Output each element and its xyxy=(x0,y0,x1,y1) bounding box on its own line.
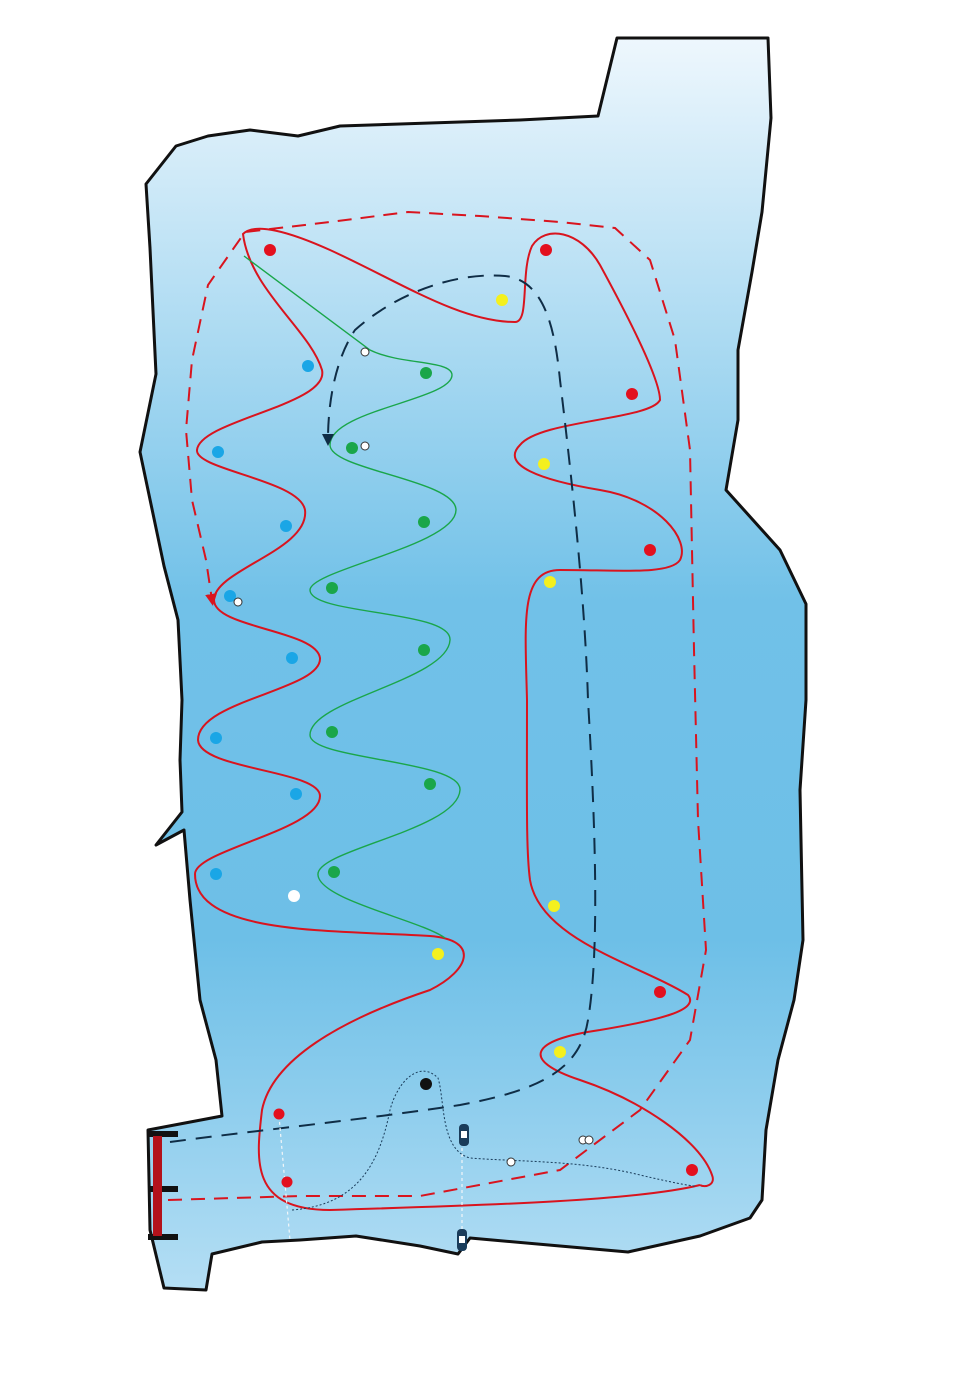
buoy-white-small xyxy=(506,1157,516,1167)
start-marker-black xyxy=(420,1078,432,1090)
buoy-green xyxy=(328,866,340,878)
buoy-blue xyxy=(210,868,222,880)
buoy-red xyxy=(626,388,638,400)
buoy-yellow xyxy=(496,294,508,306)
buoy-yellow xyxy=(544,576,556,588)
red-slalom-course-left xyxy=(193,227,714,1212)
buoy-blue xyxy=(290,788,302,800)
buoy-white-small xyxy=(233,597,243,607)
green-slalom-course xyxy=(243,255,461,939)
buoy-white-small xyxy=(360,347,370,357)
white-buoys xyxy=(233,347,594,1167)
buoy-red xyxy=(264,244,276,256)
green-buoys xyxy=(326,367,436,878)
buoy-red xyxy=(540,244,552,256)
buoy-yellow xyxy=(554,1046,566,1058)
navy-dashed-course xyxy=(169,274,597,1143)
buoy-green xyxy=(346,442,358,454)
buoy-red xyxy=(686,1164,698,1176)
buoy-green xyxy=(418,516,430,528)
buoy-red xyxy=(281,1176,293,1188)
buoy-blue xyxy=(210,732,222,744)
buoy-red xyxy=(654,986,666,998)
buoy-blue xyxy=(280,520,292,532)
buoy-green xyxy=(418,644,430,656)
boat-icon xyxy=(459,1124,469,1146)
buoy-blue xyxy=(212,446,224,458)
blue-buoys xyxy=(210,360,314,880)
buoy-white xyxy=(288,890,300,902)
buoy-green xyxy=(326,582,338,594)
buoy-white-small xyxy=(360,441,370,451)
buoy-red xyxy=(273,1108,285,1120)
dock xyxy=(148,1131,178,1240)
buoy-yellow xyxy=(432,948,444,960)
yellow-buoys xyxy=(432,294,566,1058)
buoy-red xyxy=(644,544,656,556)
buoy-yellow xyxy=(538,458,550,470)
buoy-green xyxy=(326,726,338,738)
lake-shoreline xyxy=(138,36,808,1292)
red-buoys xyxy=(264,244,698,1188)
red-dashed-outer-course xyxy=(167,210,708,1201)
buoy-blue xyxy=(224,590,236,602)
dock-platform xyxy=(153,1136,162,1236)
buoy-green xyxy=(424,778,436,790)
buoy-green xyxy=(420,367,432,379)
boat-icon xyxy=(457,1229,467,1251)
buoy-blue xyxy=(286,652,298,664)
buoy-blue xyxy=(302,360,314,372)
buoy-white-small xyxy=(584,1135,594,1145)
thin-guide-path-center xyxy=(291,1070,696,1211)
buoy-yellow xyxy=(548,900,560,912)
